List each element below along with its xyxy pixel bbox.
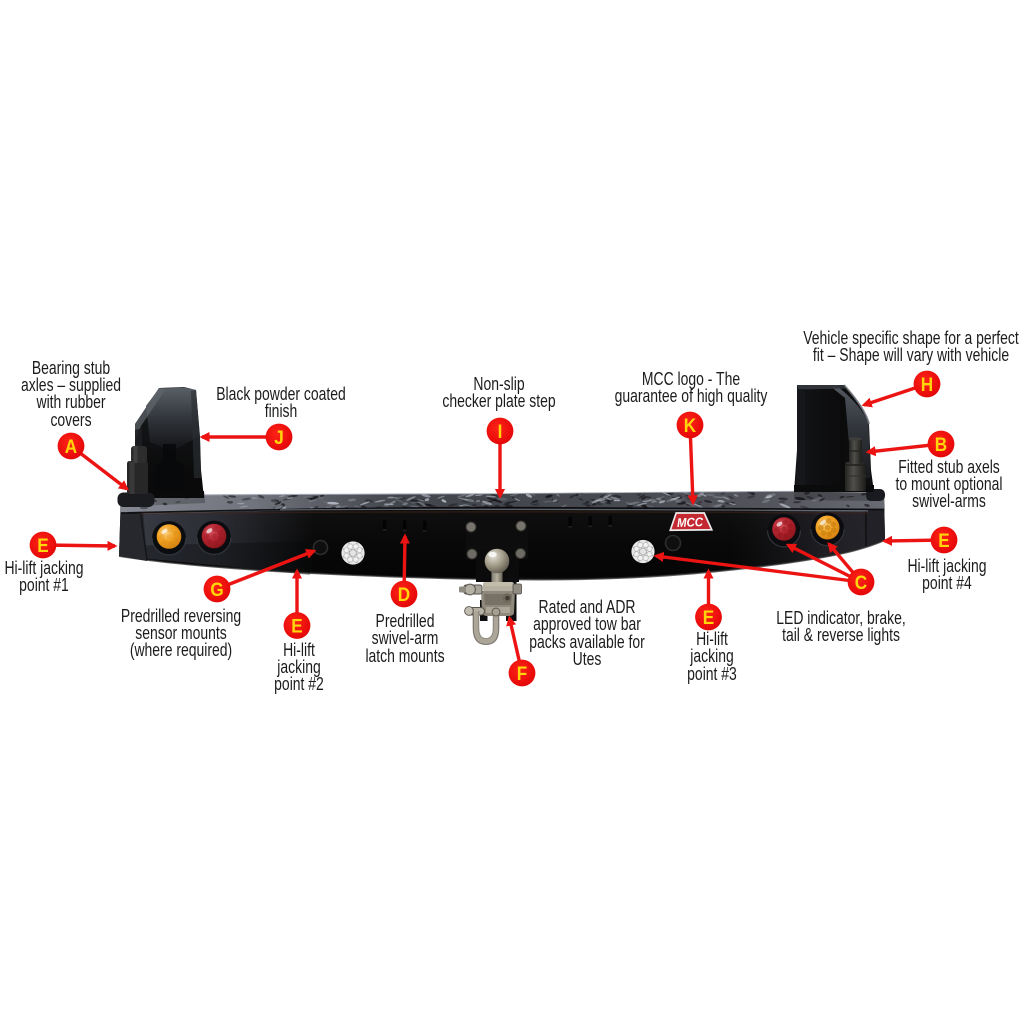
svg-text:E: E (938, 529, 949, 551)
svg-text:J: J (274, 426, 284, 448)
svg-text:E: E (291, 614, 302, 636)
svg-text:K: K (684, 414, 697, 436)
svg-text:C: C (855, 571, 867, 593)
svg-text:A: A (65, 435, 77, 457)
svg-text:E: E (37, 534, 48, 556)
svg-text:E: E (703, 606, 714, 628)
svg-text:MCC: MCC (677, 515, 704, 530)
svg-text:G: G (210, 578, 223, 600)
svg-text:H: H (921, 373, 933, 395)
svg-text:D: D (398, 583, 410, 605)
svg-text:B: B (935, 433, 947, 455)
svg-text:I: I (498, 420, 503, 442)
svg-text:F: F (517, 662, 527, 684)
